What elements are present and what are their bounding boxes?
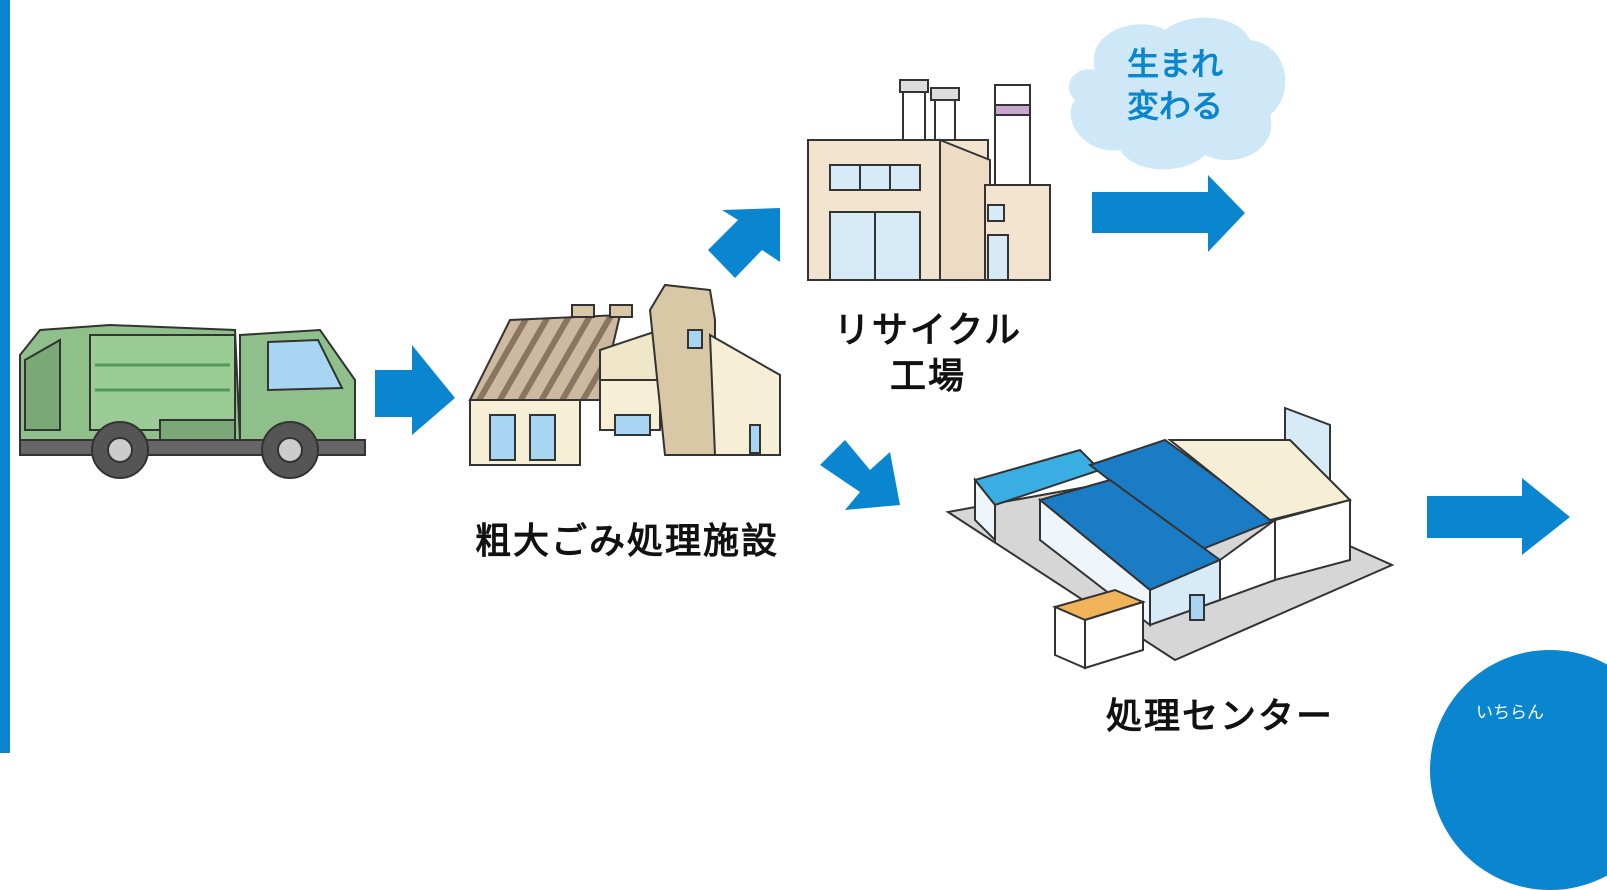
arrow-down-right-icon	[820, 440, 900, 510]
garbage-truck-icon	[19, 323, 366, 479]
bulky-waste-facility-label: 粗大ごみ処理施設	[474, 521, 779, 562]
list-button-ruby: いちらん	[1476, 703, 1544, 723]
disposal-center-label: 処理センター	[1105, 696, 1334, 737]
recycling-factory-label-line1: リサイクル	[833, 310, 1023, 351]
cloud-text-line2: 変わる	[1126, 87, 1223, 125]
arrow-right-icon	[1427, 478, 1570, 555]
cloud-text-line1: 生まれ	[1126, 45, 1223, 83]
left-edge-bar	[0, 0, 10, 753]
disposal-center-icon	[945, 406, 1395, 670]
arrow-right-icon	[1092, 175, 1245, 252]
recycling-factory-icon	[807, 79, 1051, 281]
arrow-up-right-icon	[708, 208, 780, 278]
flow-diagram	[19, 17, 1570, 670]
recycling-factory-label-line2: 工場	[889, 356, 966, 397]
cloud-bubble	[1068, 17, 1286, 170]
arrow-right-icon	[375, 345, 455, 435]
bulky-waste-facility-icon	[468, 283, 781, 466]
